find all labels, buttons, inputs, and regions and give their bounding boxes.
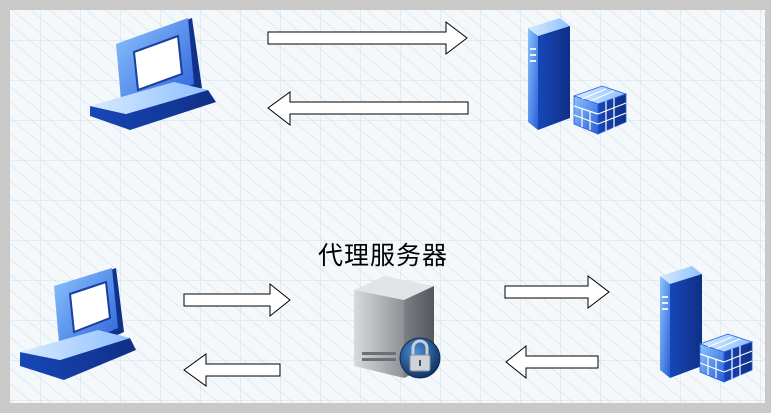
database-server-icon (528, 18, 628, 135)
database-server-icon (660, 266, 754, 383)
laptop-icon (20, 268, 136, 380)
lock-badge-icon (399, 337, 441, 379)
bottom-right-right-arrow (504, 274, 610, 310)
bottom-left-right-arrow (183, 282, 291, 318)
top-right-arrow (267, 20, 468, 56)
proxy-server-label: 代理服务器 (318, 241, 449, 270)
bottom-left-left-arrow (183, 353, 281, 387)
laptop-icon (90, 18, 216, 130)
bottom-right-left-arrow (505, 344, 599, 380)
locked-server-icon (354, 276, 441, 379)
top-left-arrow (267, 91, 469, 127)
